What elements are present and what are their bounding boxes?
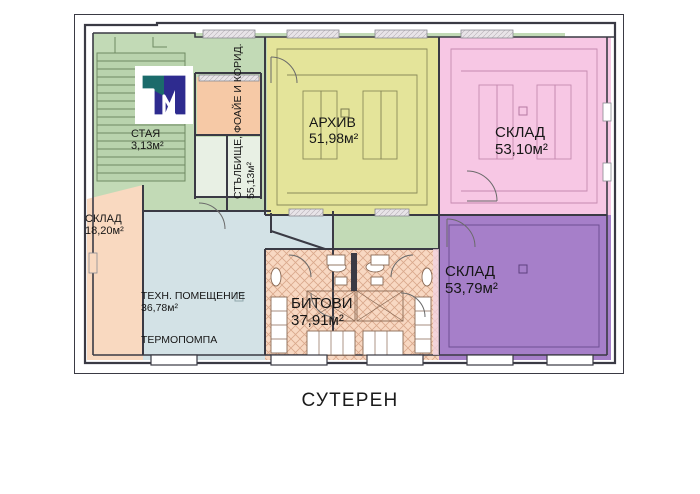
room-area: 3,13м² [131,140,164,153]
room-area: 53,79м² [445,279,498,297]
heat-pump-label: ТЕРМОПОМПА [141,334,218,346]
room-label-tech-room: ТЕХН. ПОМЕЩЕНИЕ 36,78м² [141,290,246,315]
room-label-storage-left: СКЛАД 18,20м² [85,213,124,238]
room-name: ТЕХН. ПОМЕЩЕНИЕ [141,290,246,302]
room-name: БИТОВИ [291,295,353,312]
room-area: 53,10м² [495,140,548,158]
company-logo-m-icon [135,66,193,124]
room-name: СТЪЛБИЩЕ, ФОАЙЕ И КОРИД. [232,43,244,199]
room-area: 37,91м² [291,311,344,329]
room-area: 36,78м² [141,301,178,314]
room-name: СТАЯ [131,128,161,140]
room-name: СКЛАД [445,263,496,280]
room-label-storage-purple: СКЛАД 53,79м² [445,263,498,298]
room-label-storage-pink: СКЛАД 53,10м² [495,124,548,159]
room-name: СКЛАД [85,213,122,225]
floorplan-caption: СУТЕРЕН [301,390,399,411]
room-label-room-small: СТАЯ 3,13м² [131,128,164,153]
room-area: 18,20м² [85,225,124,238]
room-label-stairwell: СТЪЛБИЩЕ, ФОАЙЕ И КОРИД. [232,43,244,199]
room-note-heat-pump: ТЕРМОПОМПА [141,334,218,347]
room-name: АРХИВ [309,114,356,130]
room-name: СКЛАД [495,124,546,141]
room-label-bathrooms: БИТОВИ 37,91м² [291,295,353,330]
room-area-stairwell: 55,13м² [245,162,257,199]
room-area: 55,13м² [245,162,257,199]
room-area: 51,98м² [309,129,359,146]
room-label-archive: АРХИВ 51,98м² [309,114,359,146]
